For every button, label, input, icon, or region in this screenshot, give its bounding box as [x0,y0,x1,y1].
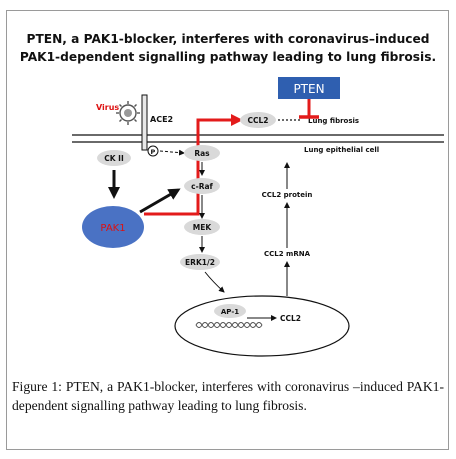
ccl2-protein-label: CCL2 protein [262,191,313,199]
pak1-node [82,206,144,248]
ap1-label: AP-1 [221,308,239,316]
caption-text: PTEN, a PAK1-blocker, interferes with co… [12,379,445,413]
erk-label: ERK1/2 [185,258,215,267]
pten-box [278,77,340,99]
pten-label: PTEN [293,82,324,96]
figure-caption: Figure 1: PTEN, a PAK1-blocker, interfer… [12,378,444,415]
ras-node [184,145,220,161]
ccl2-mrna-label: CCL2 mRNA [264,250,311,258]
p-to-ras-arrow [159,149,185,156]
ccl2-top-node [240,112,276,128]
virus-icon [116,101,140,125]
figure-frame [6,10,449,450]
ccl2-gene-label: CCL2 [280,314,301,323]
phospho-node [147,145,159,157]
pak1-to-raf-arrow [139,188,181,214]
mek-node [184,219,220,235]
ccl2-top-label: CCL2 [247,116,268,125]
dna-icon [195,322,263,328]
ck2-label: CK II [104,154,124,163]
raf-label: c-Raf [191,182,213,191]
ace2-label: ACE2 [150,115,173,124]
lung-fibrosis-label: Lung fibrosis [308,117,359,125]
raf-node [184,178,220,194]
mek-label: MEK [193,223,213,232]
erk-node [180,254,220,270]
figure-title: PTEN, a PAK1-blocker, interferes with co… [19,32,437,64]
ck2-node [97,150,131,166]
phospho-label: P [151,148,156,156]
ap1-node [214,304,246,318]
pak1-label: PAK1 [100,223,125,234]
virus-label: Virus [96,103,119,112]
lung-epithelial-cell-label: Lung epithelial cell [304,146,379,154]
erk-to-nucleus-arrow [204,271,225,293]
caption-label: Figure 1: [12,379,62,394]
ras-label: Ras [194,149,210,158]
pak1-to-ccl2-red-arrow [144,114,243,216]
ace2-receptor [141,94,148,151]
